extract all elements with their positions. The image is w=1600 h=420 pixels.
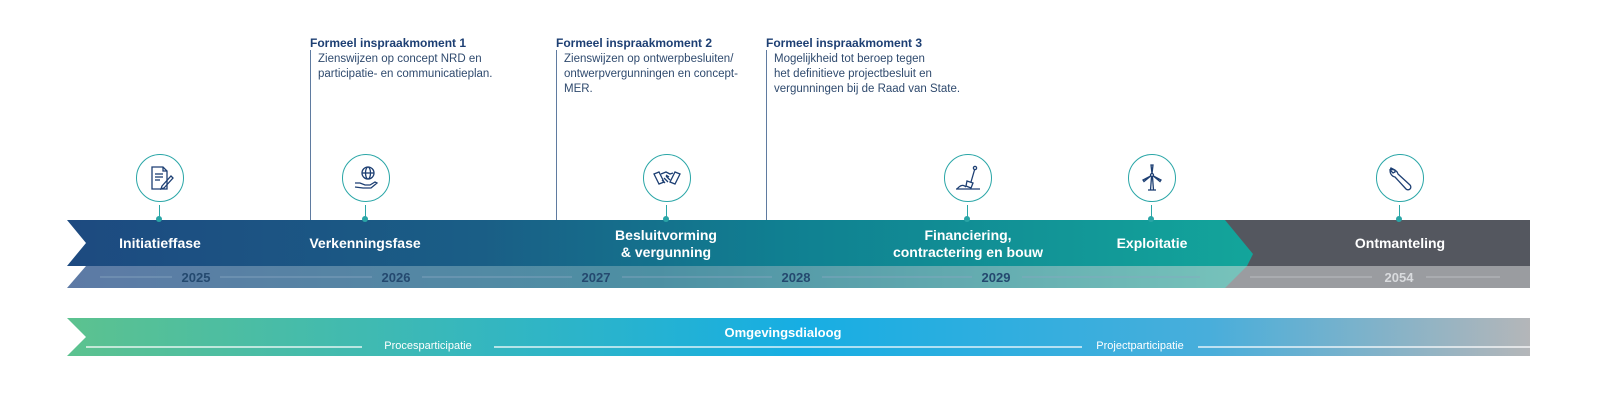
- year-2027: 2027: [581, 270, 611, 285]
- year-2029: 2029: [981, 270, 1011, 285]
- phase-label-besluitvorming: Besluitvorming & vergunning: [586, 227, 746, 261]
- ontmanteling-band-top: [1225, 220, 1530, 266]
- financiering-line-1: Financiering,: [924, 227, 1012, 243]
- inspraakmoment-2-line-1: Zienswijzen op ontwerpbesluiten/: [564, 53, 734, 65]
- year-2054: 2054: [1384, 270, 1414, 285]
- inspraakmoment-1-line: [310, 50, 311, 220]
- verkenning-icon-stem: [365, 205, 367, 220]
- besluitvorming-icon-stem: [666, 205, 668, 220]
- inspraakmoment-2: Formeel inspraakmoment 2 Zienswijzen op …: [556, 36, 786, 97]
- inspraakmoment-2-line-2: ontwerpvergunningen en concept-: [564, 68, 738, 80]
- year-2025: 2025: [181, 270, 211, 285]
- financiering-line-2: contractering en bouw: [892, 244, 1044, 260]
- year-2026: 2026: [381, 270, 411, 285]
- dialog-band: [67, 318, 1530, 356]
- exploitatie-icon-stem: [1151, 205, 1153, 220]
- financiering-icon-stem: [967, 205, 969, 220]
- financiering-icon-dot: [964, 216, 970, 222]
- inspraakmoment-2-line: [556, 50, 557, 220]
- exploitatie-icon-dot: [1148, 216, 1154, 222]
- besluitvorming-line-2: & vergunning: [620, 244, 712, 260]
- initiatief-icon-dot: [156, 216, 162, 222]
- inspraakmoment-1-title: Formeel inspraakmoment 1: [310, 36, 467, 50]
- wrench-icon: [1376, 154, 1424, 202]
- ontmanteling-icon-dot: [1396, 216, 1402, 222]
- phase-label-financiering: Financiering, contractering en bouw: [878, 227, 1058, 261]
- year-2028: 2028: [781, 270, 811, 285]
- inspraakmoment-1: Formeel inspraakmoment 1 Zienswijzen op …: [310, 36, 540, 82]
- inspraakmoment-3-line-1: Mogelijkheid tot beroep tegen: [774, 53, 925, 65]
- phase-label-verkenningsfase: Verkenningsfase: [309, 235, 421, 251]
- inspraakmoment-3-line-3: vergunningen bij de Raad van State.: [774, 83, 961, 95]
- ontmanteling-band-bottom: [1225, 266, 1530, 288]
- initiatief-icon-stem: [159, 205, 161, 220]
- inspraakmoment-3-line: [766, 50, 767, 220]
- verkenning-icon-dot: [362, 216, 368, 222]
- phase-label-initiatieffase: Initiatieffase: [119, 235, 201, 251]
- inspraakmoment-3-text: Mogelijkheid tot beroep tegen het defini…: [766, 52, 996, 97]
- globe-hand-icon: [342, 154, 390, 202]
- handshake-icon: [643, 154, 691, 202]
- inspraakmoment-2-text: Zienswijzen op ontwerpbesluiten/ ontwerp…: [556, 52, 786, 97]
- document-pen-icon: [136, 154, 184, 202]
- phase-label-ontmanteling: Ontmanteling: [1354, 235, 1446, 251]
- wind-turbine-icon: [1128, 154, 1176, 202]
- phase-label-exploitatie: Exploitatie: [1116, 235, 1188, 251]
- inspraakmoment-3: Formeel inspraakmoment 3 Mogelijkheid to…: [766, 36, 996, 97]
- inspraakmoment-2-title: Formeel inspraakmoment 2: [556, 36, 713, 50]
- besluitvorming-line-1: Besluitvorming: [615, 227, 717, 243]
- shovel-icon: [944, 154, 992, 202]
- inspraakmoment-2-line-3: MER.: [564, 83, 593, 95]
- dialog-title: Omgevingsdialoog: [724, 325, 842, 340]
- besluitvorming-icon-dot: [663, 216, 669, 222]
- inspraakmoment-1-text: Zienswijzen op concept NRD en participat…: [310, 52, 540, 82]
- inspraakmoment-3-line-2: het definitieve projectbesluit en: [774, 68, 932, 80]
- inspraakmoment-1-line-1: Zienswijzen op concept NRD en: [318, 53, 482, 65]
- dialog-procesparticipatie: Procesparticipatie: [384, 340, 472, 352]
- inspraakmoment-3-title: Formeel inspraakmoment 3: [766, 36, 923, 50]
- inspraakmoment-1-line-2: participatie- en communicatieplan.: [318, 68, 493, 80]
- ontmanteling-icon-stem: [1399, 205, 1401, 220]
- dialog-projectparticipatie: Projectparticipatie: [1096, 340, 1184, 352]
- phase-arrow-top: [67, 220, 1253, 266]
